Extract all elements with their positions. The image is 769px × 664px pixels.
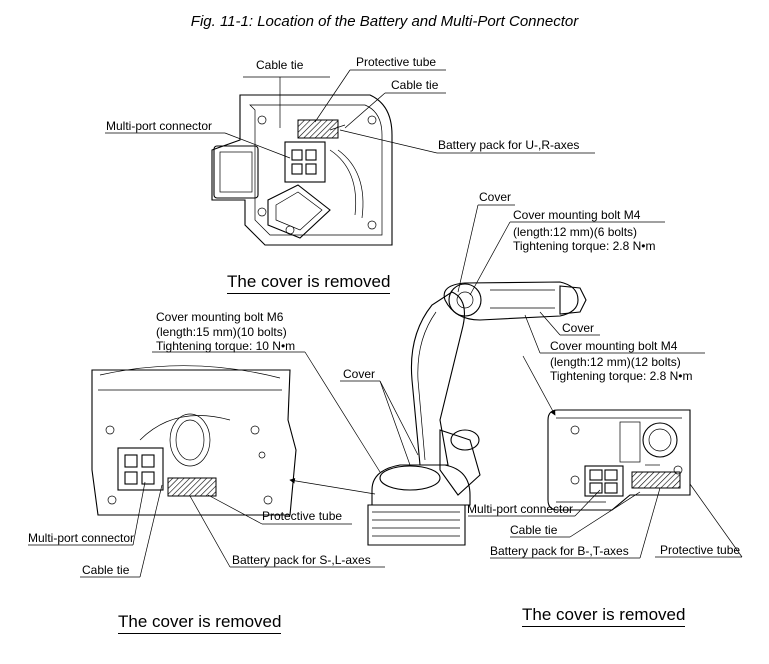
- robot-drawing: [367, 281, 587, 546]
- label-bolt-m4-b-line1: Cover mounting bolt M4: [550, 339, 678, 353]
- label-cable-tie-right: Cable tie: [510, 523, 558, 537]
- label-protective-tube-top: Protective tube: [356, 55, 437, 69]
- label-bolt-m4-a-line1: Cover mounting bolt M4: [513, 208, 641, 222]
- left-view-leaders: [28, 481, 385, 578]
- robot-leaders: [152, 204, 705, 495]
- label-cable-tie-top-1: Cable tie: [256, 58, 304, 72]
- figure-title: Fig. 11-1: Location of the Battery and M…: [190, 13, 579, 30]
- right-view-leaders: [468, 483, 743, 559]
- top-view-leaders: [105, 69, 595, 159]
- label-cable-tie-top-2: Cable tie: [391, 78, 439, 92]
- left-view-drawing: [91, 365, 297, 516]
- label-battery-pack-ur: Battery pack for U-,R-axes: [438, 138, 580, 152]
- label-protective-tube-left: Protective tube: [262, 509, 343, 523]
- label-bolt-m4-a-line2: (length:12 mm)(6 bolts): [513, 225, 638, 239]
- label-cover-top: Cover: [479, 190, 512, 204]
- label-protective-tube-right: Protective tube: [660, 543, 741, 557]
- label-bolt-m4-b-line2: (length:12 mm)(12 bolts): [550, 355, 681, 369]
- label-bolt-m6-line2: (length:15 mm)(10 bolts): [156, 325, 287, 339]
- caption-top-view: The cover is removed: [227, 272, 391, 294]
- label-battery-pack-bt: Battery pack for B-,T-axes: [490, 544, 629, 558]
- label-cover-base: Cover: [343, 367, 376, 381]
- caption-left-view: The cover is removed: [118, 612, 282, 634]
- label-multi-port-connector-top: Multi-port connector: [106, 119, 213, 133]
- label-cover-right: Cover: [562, 321, 595, 335]
- label-cable-tie-left: Cable tie: [82, 563, 130, 577]
- label-bolt-m4-a-line3: Tightening torque: 2.8 N•m: [513, 239, 656, 253]
- label-bolt-m6-line1: Cover mounting bolt M6: [156, 310, 284, 324]
- right-view-drawing: [547, 409, 691, 511]
- label-multi-port-connector-left: Multi-port connector: [28, 531, 135, 545]
- top-view-drawing: [211, 94, 393, 246]
- label-battery-pack-sl: Battery pack for S-,L-axes: [232, 553, 371, 567]
- label-bolt-m4-b-line3: Tightening torque: 2.8 N•m: [550, 369, 693, 383]
- label-multi-port-connector-right: Multi-port connector: [467, 502, 574, 516]
- caption-right-view: The cover is removed: [522, 605, 686, 627]
- label-bolt-m6-line3: Tightening torque: 10 N•m: [156, 339, 296, 353]
